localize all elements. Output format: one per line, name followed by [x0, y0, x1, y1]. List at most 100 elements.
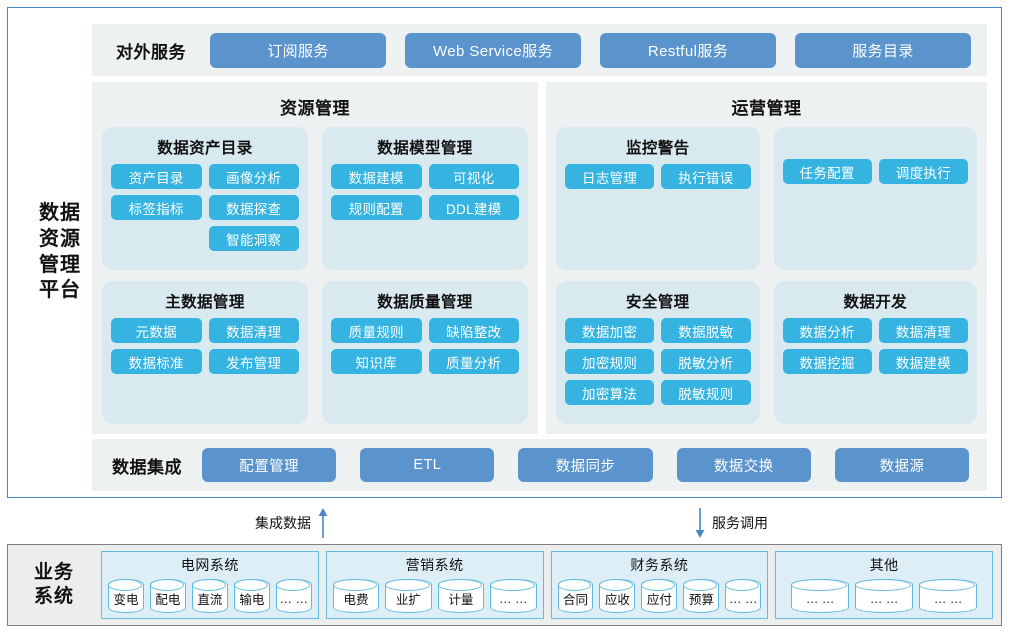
external-service-button[interactable]: 服务目录 [795, 32, 971, 68]
business-group-grid-system[interactable]: 电网系统 变电 配电 直流 输电 … … [101, 551, 319, 619]
tag[interactable]: 数据加密 [565, 318, 655, 343]
tag[interactable]: 智能洞察 [208, 226, 299, 251]
database-icon[interactable]: 应收 [599, 578, 636, 613]
data-integration-button[interactable]: 配置管理 [202, 448, 337, 482]
tag[interactable]: 执行错误 [661, 164, 751, 189]
card-data-asset-catalog[interactable]: 数据资产目录 资产目录 标签指标 画像分析 数据探查 智能洞察 [102, 127, 308, 270]
card-data-development[interactable]: 数据开发 数据分析 数据挖掘 数据清理 数据建模 [773, 281, 977, 424]
operation-management-column: 运营管理 监控警告 日志管理 执行错误 [546, 82, 987, 434]
card-title: 数据质量管理 [377, 294, 473, 311]
tag[interactable]: 可视化 [428, 164, 519, 189]
tag[interactable]: 脱敏规则 [661, 380, 751, 405]
business-group-title: 电网系统 [180, 557, 239, 573]
tag[interactable]: 质量分析 [428, 349, 519, 374]
tag[interactable]: 数据清理 [208, 318, 299, 343]
card-monitoring-alert[interactable]: 监控警告 日志管理 执行错误 [556, 127, 760, 270]
tag[interactable]: 数据探查 [208, 195, 299, 220]
database-icon[interactable]: … … [275, 578, 312, 613]
data-integration-button[interactable]: ETL [360, 448, 495, 482]
database-icon[interactable]: 预算 [683, 578, 720, 613]
card-task-scheduling[interactable]: 任务配置 调度执行 [773, 127, 977, 270]
resource-management-title: 资源管理 [280, 99, 350, 118]
external-service-button[interactable]: Restful服务 [600, 32, 776, 68]
database-label: … … [933, 591, 963, 606]
data-integration-button[interactable]: 数据源 [834, 448, 970, 482]
tag[interactable]: 发布管理 [208, 349, 299, 374]
tag[interactable]: 质量规则 [331, 318, 422, 343]
tag[interactable]: 数据挖掘 [782, 349, 872, 374]
tag[interactable]: 任务配置 [782, 159, 872, 184]
external-service-button[interactable]: Web Service服务 [405, 32, 581, 68]
tag[interactable]: 脱敏分析 [661, 349, 751, 374]
database-icon[interactable]: … … [725, 578, 762, 613]
database-icon[interactable]: … … [490, 578, 537, 613]
card-data-quality-management[interactable]: 数据质量管理 质量规则 知识库 缺陷整改 质量分析 [322, 281, 528, 424]
database-label: 合同 [562, 593, 588, 607]
card-title: 数据模型管理 [377, 140, 473, 157]
database-icon[interactable]: 合同 [557, 578, 594, 613]
tag[interactable]: 标签指标 [111, 195, 202, 220]
business-group-title: 营销系统 [405, 557, 464, 573]
tag[interactable]: 加密规则 [565, 349, 655, 374]
database-icon[interactable]: 业扩 [385, 578, 432, 613]
database-icon[interactable]: … … [919, 578, 978, 613]
card-title: 主数据管理 [165, 294, 245, 311]
database-label: 业扩 [395, 593, 421, 607]
card-data-model-management[interactable]: 数据模型管理 数据建模 规则配置 可视化 DDL建模 [322, 127, 528, 270]
database-icon[interactable]: … … [791, 578, 850, 613]
business-group-title: 财务系统 [630, 557, 689, 573]
business-systems-title-line: 业务 [33, 562, 74, 584]
database-icon[interactable]: 配电 [149, 578, 186, 613]
tag[interactable]: 数据建模 [878, 349, 968, 374]
connector-service-call: 服务调用 [693, 508, 768, 538]
database-label: 应付 [646, 593, 672, 607]
connector-integrate-data: 集成数据 [255, 508, 330, 538]
tag[interactable]: 加密算法 [565, 380, 655, 405]
tag[interactable]: 元数据 [111, 318, 202, 343]
connector-layer: 集成数据 服务调用 [0, 498, 1010, 544]
tag[interactable]: DDL建模 [428, 195, 519, 220]
tag[interactable]: 画像分析 [208, 164, 299, 189]
tag[interactable]: 规则配置 [331, 195, 422, 220]
card-title: 数据资产目录 [157, 140, 253, 157]
tag[interactable]: 数据建模 [331, 164, 422, 189]
card-security-management[interactable]: 安全管理 数据加密 加密规则 加密算法 数据脱敏 脱敏分析 脱敏规则 [556, 281, 760, 424]
tag[interactable]: 数据脱敏 [661, 318, 751, 343]
platform-title-line: 管理 [39, 253, 81, 276]
business-group-other[interactable]: 其他 … … … … … … [775, 551, 993, 619]
database-icon[interactable]: … … [855, 578, 914, 613]
card-title: 数据开发 [843, 294, 908, 311]
business-group-marketing-system[interactable]: 营销系统 电费 业扩 计量 … … [325, 551, 544, 619]
tag[interactable]: 数据分析 [782, 318, 872, 343]
external-services-band: 对外服务 订阅服务 Web Service服务 Restful服务 服务目录 [92, 24, 987, 76]
tag[interactable]: 资产目录 [111, 164, 202, 189]
database-icon[interactable]: 电费 [332, 578, 380, 613]
operation-management-cards: 监控警告 日志管理 执行错误 [556, 127, 977, 424]
tag[interactable]: 数据清理 [878, 318, 968, 343]
arrow-down-icon [695, 508, 705, 538]
database-label: 变电 [113, 593, 139, 607]
tag[interactable]: 知识库 [331, 349, 422, 374]
business-group-finance-system[interactable]: 财务系统 合同 应收 应付 预算 … … [550, 551, 769, 619]
external-services-label: 对外服务 [116, 42, 186, 62]
card-title: 监控警告 [625, 140, 690, 157]
database-icon[interactable]: 计量 [437, 578, 485, 613]
tag[interactable]: 日志管理 [565, 164, 655, 189]
tag[interactable]: 数据标准 [111, 349, 202, 374]
business-systems-frame: 业务 系统 电网系统 变电 配电 直流 输电 … … 营销系统 电费 业扩 计量… [7, 544, 1002, 626]
external-service-button[interactable]: 订阅服务 [210, 32, 386, 68]
card-master-data-management[interactable]: 主数据管理 元数据 数据标准 数据清理 发布管理 [102, 281, 308, 424]
database-icon[interactable]: 直流 [191, 578, 228, 613]
tag[interactable]: 缺陷整改 [428, 318, 519, 343]
tag[interactable]: 调度执行 [878, 159, 968, 184]
database-label: 计量 [448, 593, 474, 607]
management-row: 资源管理 数据资产目录 资产目录 标签指标 画像分析 数据探查 [92, 82, 987, 434]
operation-management-title: 运营管理 [731, 99, 802, 118]
data-integration-button[interactable]: 数据同步 [518, 448, 653, 482]
database-icon[interactable]: 变电 [108, 578, 144, 613]
database-label: 应收 [604, 593, 630, 607]
data-integration-button[interactable]: 数据交换 [676, 448, 811, 482]
database-icon[interactable]: 应付 [641, 578, 678, 613]
database-icon[interactable]: 输电 [233, 578, 270, 613]
data-integration-buttons: 配置管理 ETL 数据同步 数据交换 数据源 [202, 448, 987, 482]
